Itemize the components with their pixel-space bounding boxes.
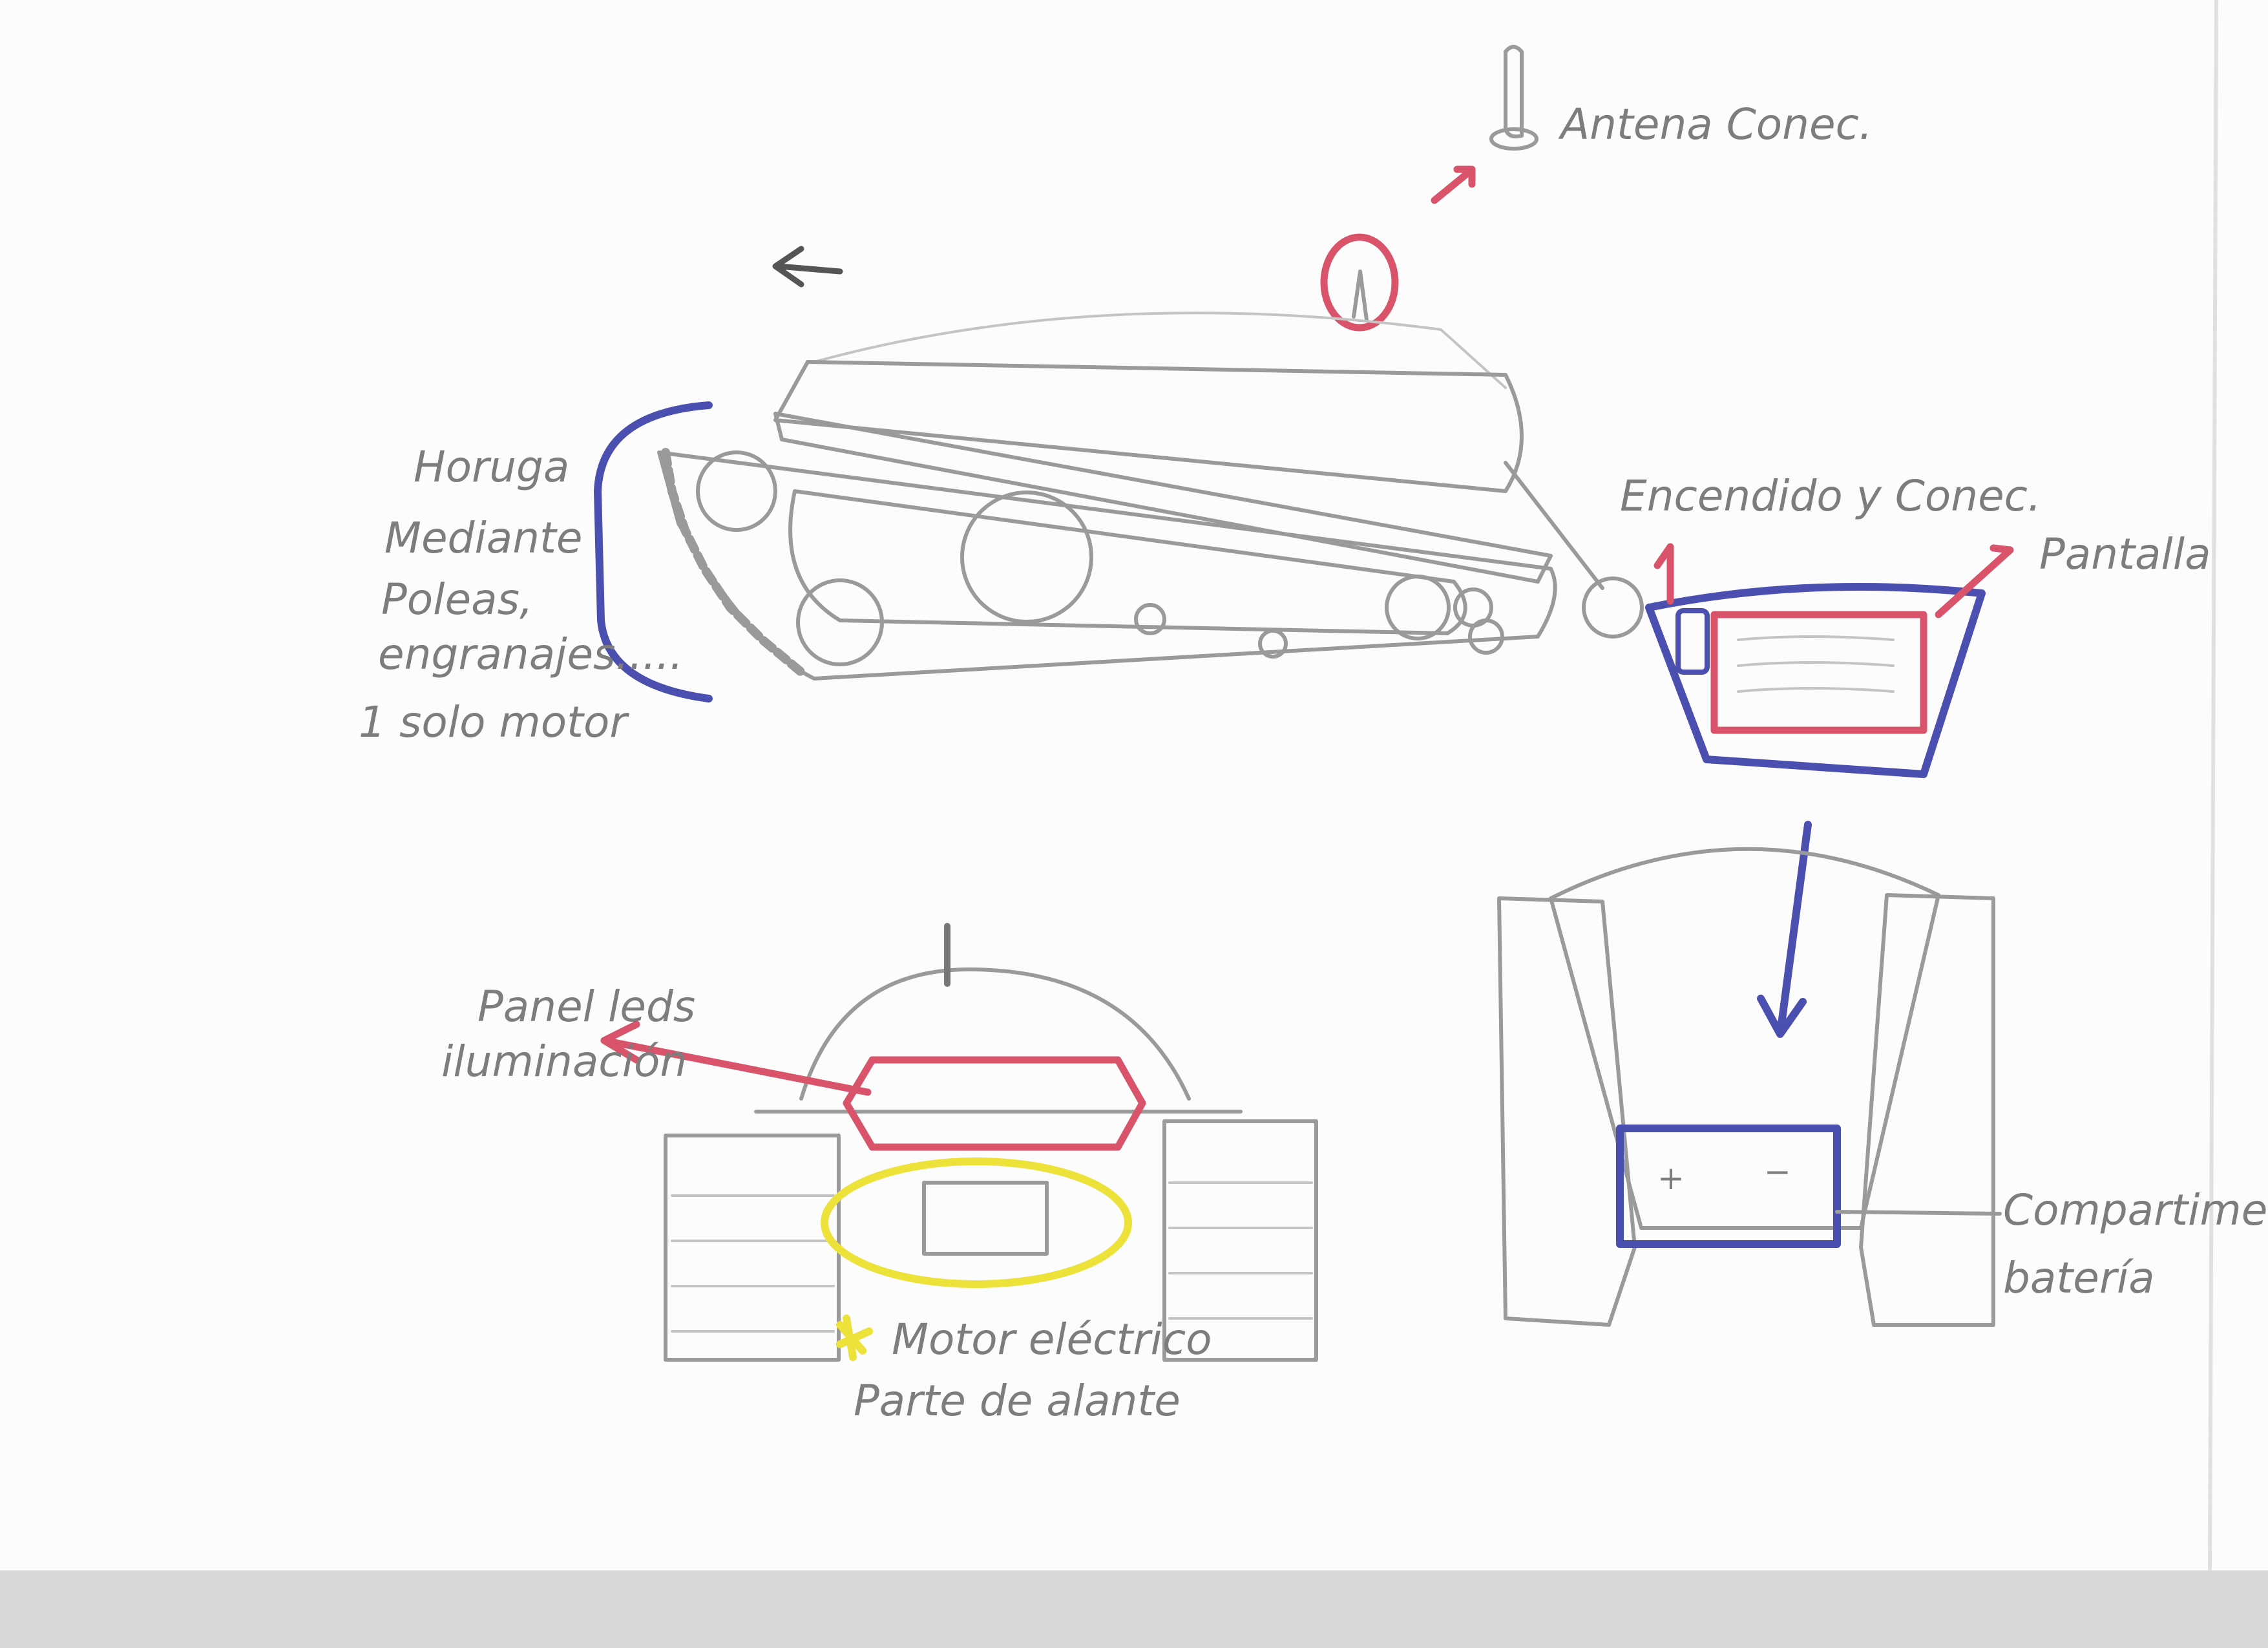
battery-label: Compartimento (2003, 1185, 2268, 1235)
direction-arrow-icon (772, 246, 843, 288)
battery-minus-icon: − (1764, 1153, 1791, 1190)
track-bracket (594, 401, 713, 703)
antenna-icon (1489, 45, 1538, 151)
tank-rear-view: + − (1497, 847, 2002, 1327)
tank-front-view (664, 923, 1318, 1362)
led-panel-highlight (843, 1056, 1146, 1151)
motor-label: Motor eléctrico (892, 1315, 1212, 1364)
screen-callout-arrow (1935, 544, 2014, 618)
track-note-line: Poleas, (381, 575, 533, 624)
led-callout-arrow (600, 1020, 872, 1096)
tank-side-view (657, 312, 1644, 681)
antenna-stub (1352, 269, 1369, 322)
track-note-line: engranajes..... (378, 629, 683, 679)
screen-label: Pantalla (2039, 529, 2211, 579)
led-panel-label: Panel leds (478, 982, 695, 1031)
track-note-line: Horuga (414, 442, 569, 492)
asterisk-icon (836, 1315, 873, 1361)
controller-screen-sketch (1645, 582, 1986, 778)
power-buttons (1675, 608, 1710, 675)
scan-edge (0, 1570, 2268, 1648)
paper-edge (2208, 0, 2218, 1571)
power-callout-arrow (1654, 543, 1674, 605)
antenna-callout-arrow (1431, 165, 1476, 204)
power-label: Encendido y Conec. (1620, 471, 2041, 521)
battery-down-arrow (1757, 821, 1812, 1038)
led-panel-label: iluminación (441, 1037, 687, 1086)
antenna-label: Antena Conec. (1558, 100, 1873, 149)
motor-label: Parte de alante (854, 1376, 1181, 1426)
track-notes: Horuga Mediante Poleas, engranajes..... … (359, 442, 683, 747)
track-note-line: 1 solo motor (359, 697, 629, 747)
track-note-line: Mediante (384, 513, 583, 563)
battery-label: batería (2003, 1253, 2155, 1303)
motor-highlight (821, 1157, 1132, 1288)
battery-plus-icon: + (1657, 1159, 1685, 1197)
antenna-highlight-circle (1320, 233, 1399, 332)
